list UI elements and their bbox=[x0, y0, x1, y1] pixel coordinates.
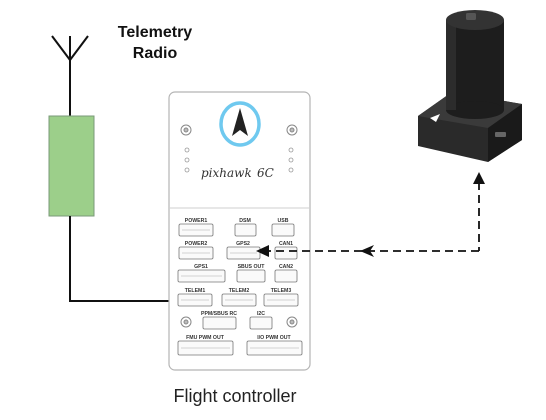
heading-arrow-icon bbox=[219, 101, 261, 147]
telemetry-radio-label: Telemetry Radio bbox=[100, 22, 210, 64]
gps-connection bbox=[262, 182, 480, 252]
flight-controller: pixhawk 6C bbox=[168, 91, 311, 371]
telemetry-radio-label-line1: Telemetry bbox=[117, 24, 193, 41]
gps-module bbox=[418, 10, 522, 162]
telemetry-radio bbox=[48, 115, 95, 217]
port-label-telem1: TELEM1 bbox=[185, 288, 206, 294]
port-label-sbus-out: SBUS OUT bbox=[238, 264, 266, 270]
port-label-telem2: TELEM2 bbox=[229, 288, 250, 294]
antenna-icon bbox=[51, 35, 89, 116]
port-label-can1: CAN1 bbox=[279, 241, 293, 247]
port-label-telem3: TELEM3 bbox=[271, 288, 292, 294]
port-label-dsm: DSM bbox=[239, 218, 251, 224]
port-label-power2: POWER2 bbox=[185, 241, 208, 247]
port-label-ppm-sbus-rc: PPM/SBUS RC bbox=[201, 311, 237, 317]
brand-label: pixhawk bbox=[201, 166, 252, 180]
port-label-usb: USB bbox=[278, 218, 289, 224]
port-label-io-pwm-out: I/O PWM OUT bbox=[257, 335, 291, 341]
port-label-gps2: GPS2 bbox=[236, 241, 250, 247]
radio-wire bbox=[69, 216, 174, 302]
port-label-can2: CAN2 bbox=[279, 264, 293, 270]
arrowhead-left-icon bbox=[256, 245, 269, 257]
arrowhead-mid-icon bbox=[360, 245, 374, 257]
port-label-fmu-pwm-out: FMU PWM OUT bbox=[186, 335, 225, 341]
port-label-i2c: I2C bbox=[257, 311, 265, 317]
model-label: 6C bbox=[257, 166, 274, 180]
flight-controller-caption: Flight controller bbox=[173, 386, 297, 406]
port-label-gps1: GPS1 bbox=[194, 264, 208, 270]
telemetry-radio-label-line2: Radio bbox=[132, 45, 178, 62]
arrowhead-up-icon bbox=[473, 172, 485, 184]
port-label-power1: POWER1 bbox=[185, 218, 208, 224]
